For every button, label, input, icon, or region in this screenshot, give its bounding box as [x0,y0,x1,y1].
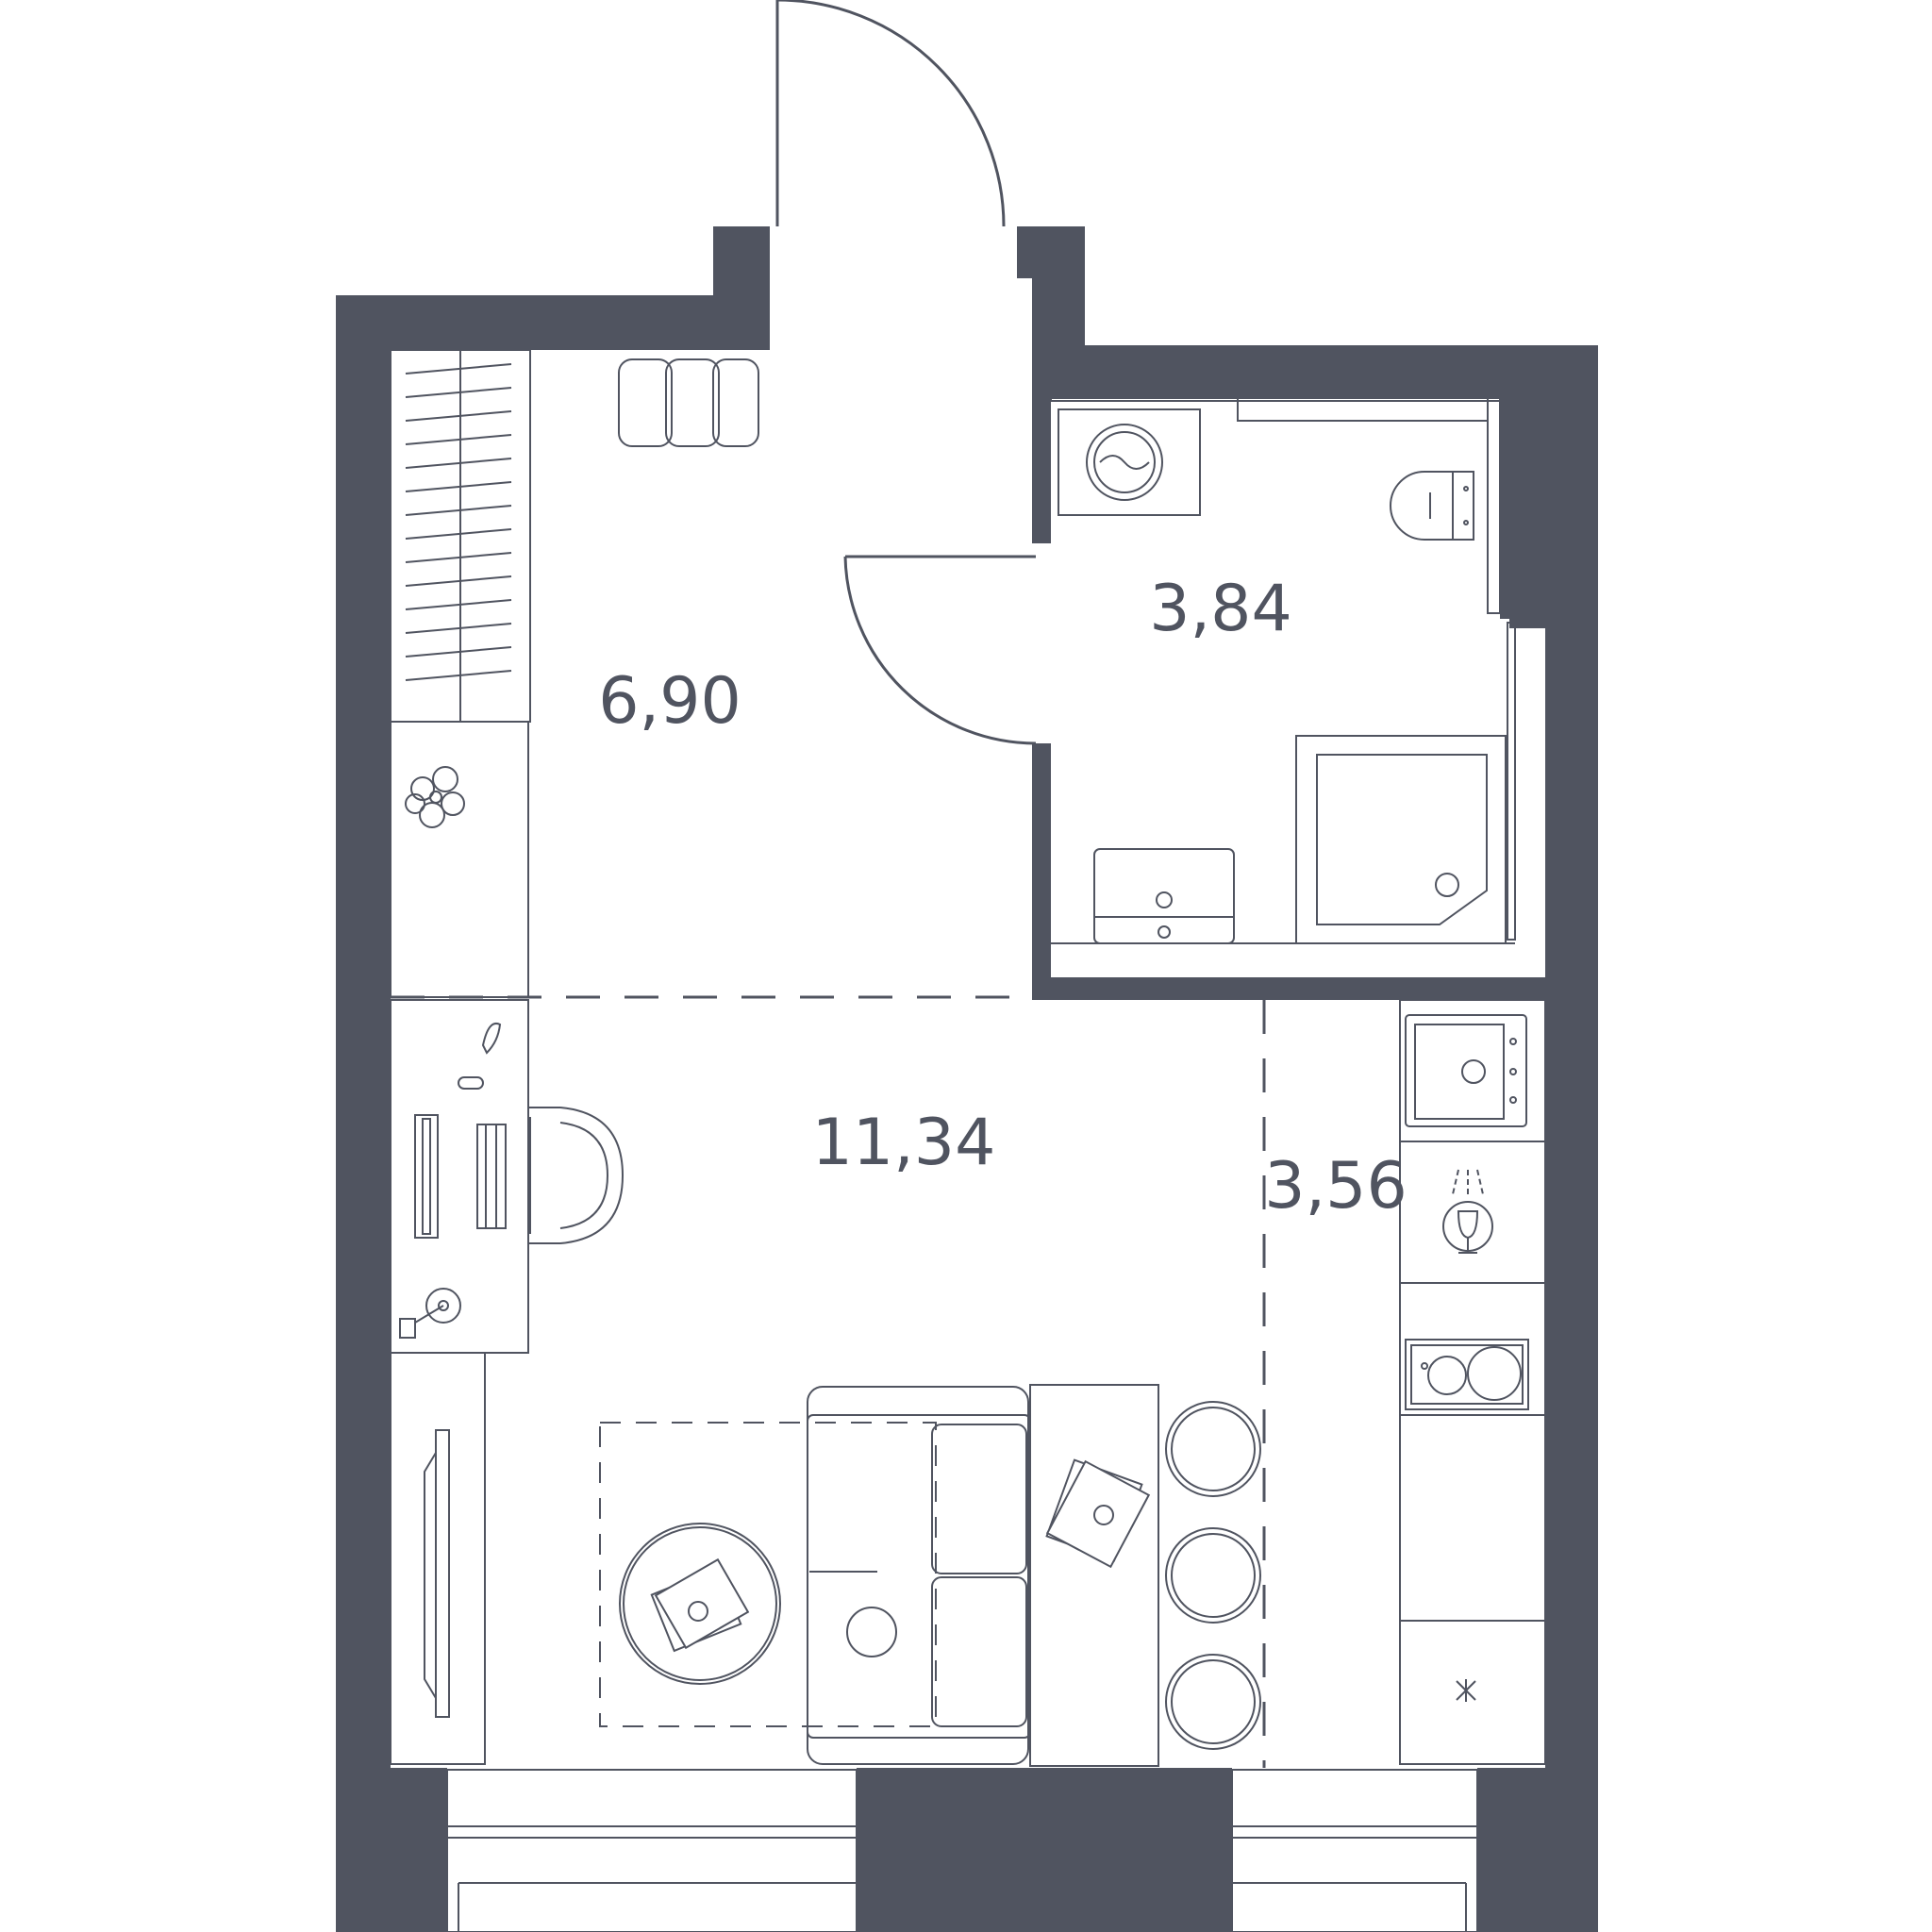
entrance-door-swing [776,0,1006,227]
right-outer-wall [1545,345,1598,1932]
left-outer-wall [336,295,391,1932]
bottom-center-wall [857,1768,1232,1932]
shoe-cabinet [390,721,529,998]
bathroom-right-trim [1507,622,1516,941]
window-right [1231,1769,1478,1932]
mouse-icon [458,1076,484,1090]
room-area-kitchen: 3,56 [1264,1149,1407,1224]
plant-icon [405,766,465,828]
cooktop-icon [1405,1339,1529,1410]
bathroom-door-swing [843,556,1037,745]
bathroom-left-wall-upper [1032,345,1051,543]
shaft-side-trim [1487,397,1501,614]
room-area-hallway: 6,90 [598,664,741,739]
desk-plant-icon [481,1023,502,1055]
coffee-table-icon [619,1523,781,1685]
window-right-frame [1231,1769,1478,1932]
walls [336,226,1598,1932]
bathroom-left-wall-lower [1032,743,1051,998]
bar-stool-icon [1165,1527,1261,1624]
toilet-icon [1390,471,1474,541]
window-left-frame [446,1769,858,1932]
kitchen-faucet-icon [1442,1169,1493,1254]
bottom-right-wall [1477,1768,1598,1932]
tv-console-icon [390,1352,486,1765]
sofa-icon [807,1386,1031,1765]
bar-counter-icon [1029,1384,1159,1767]
room-area-bathroom: 3,84 [1149,572,1291,646]
ventilation-shaft-ledge [1509,617,1545,628]
room-area-living-room: 11,34 [812,1106,996,1180]
bottom-left-wall [336,1768,447,1932]
bathroom-sink-icon [1093,848,1235,944]
kitchen-counter [1399,999,1546,1765]
shower-tray-icon [1295,735,1507,944]
bathroom-frame [1050,397,1516,944]
bathroom-door[interactable] [843,555,1037,745]
top-left-outer-wall [336,295,770,350]
office-chair-icon [528,1107,625,1244]
window-left [446,1769,858,1932]
keyboard-icon [476,1124,507,1229]
entrance-pillar-left [713,226,770,350]
desk-lamp-icon [399,1288,461,1339]
washing-machine-icon [1058,408,1201,516]
bar-stool-icon [1165,1401,1261,1497]
kitchen-sink-icon [1405,1014,1527,1127]
entrance-door[interactable] [775,0,1006,227]
ventilation-shaft-wall [1500,345,1545,619]
pouf-icon [618,358,759,447]
bar-stool-icon [1165,1654,1261,1750]
bathroom-bottom-wall [1032,977,1598,1000]
wardrobe-icon [390,349,531,723]
rug [599,1422,937,1727]
monitor-icon [414,1114,439,1239]
refrigerator-icon [1456,1679,1476,1702]
